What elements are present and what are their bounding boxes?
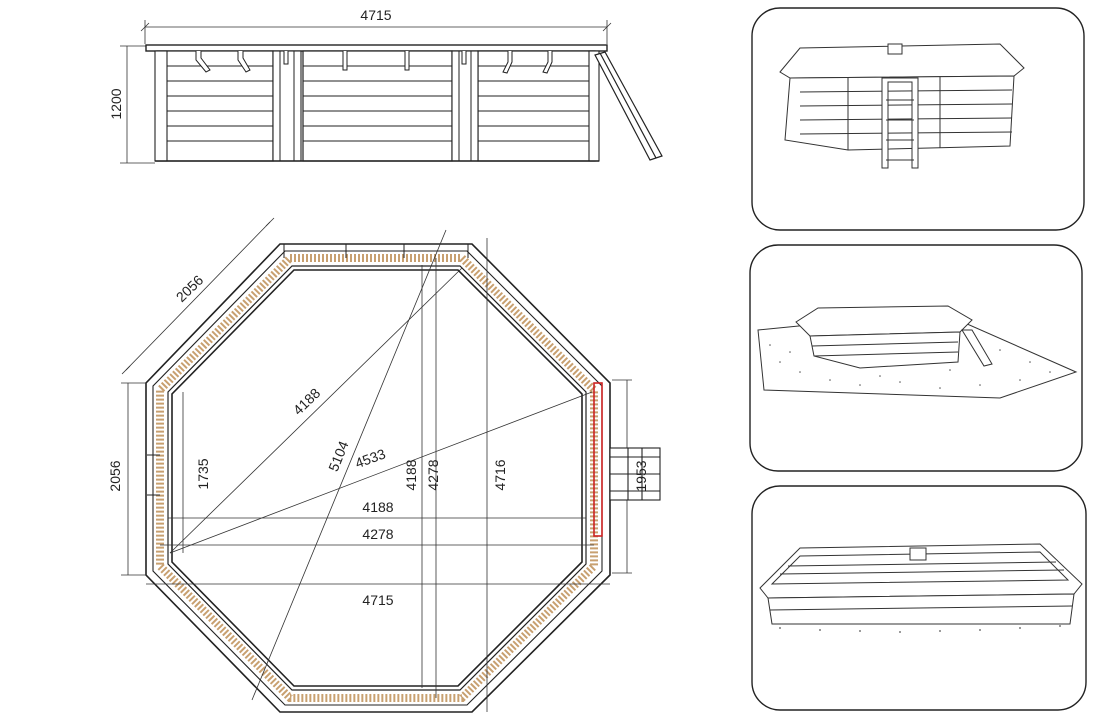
preview-panel-flat[interactable] — [751, 485, 1087, 711]
side-ladder — [594, 51, 663, 161]
preview-panel-slope[interactable] — [749, 244, 1083, 472]
side-wall-panels — [154, 50, 600, 162]
plan-wide-diagonal-label: 4533 — [353, 445, 388, 471]
plan-ladder — [609, 447, 661, 501]
ladder-side-highlight — [593, 382, 603, 537]
plan-side-length-label: 2056 — [173, 272, 207, 305]
side-height-label: 1200 — [108, 88, 124, 119]
plan-vertical-mid-label: 4278 — [425, 459, 441, 490]
plan-vertical-inner-label: 4188 — [403, 459, 419, 490]
preview-panel-perspective[interactable] — [751, 7, 1085, 231]
side-elevation: 4715 1200 — [108, 7, 663, 164]
plan-view: 2056 2056 1735 4188 5104 4533 4188 4278 … — [107, 217, 661, 713]
plan-dimension-lines — [121, 217, 632, 712]
side-width-label: 4715 — [360, 7, 391, 23]
plan-diagonal-label: 4188 — [290, 385, 324, 418]
plan-inner-height-label: 1735 — [195, 458, 211, 489]
outer-octagon — [145, 243, 611, 713]
plan-horizontal-inner-label: 4188 — [362, 499, 393, 515]
side-width-dimension: 4715 — [140, 7, 612, 44]
plan-horizontal-mid-label: 4278 — [362, 526, 393, 542]
plan-ladder-label: 1953 — [633, 460, 649, 491]
plan-left-side-label: 2056 — [107, 460, 123, 491]
side-height-dimension: 1200 — [108, 45, 155, 164]
plan-horizontal-outer-label: 4715 — [362, 592, 393, 608]
wall-beam-band — [156, 254, 598, 702]
plan-vertical-outer-label: 4716 — [492, 459, 508, 490]
